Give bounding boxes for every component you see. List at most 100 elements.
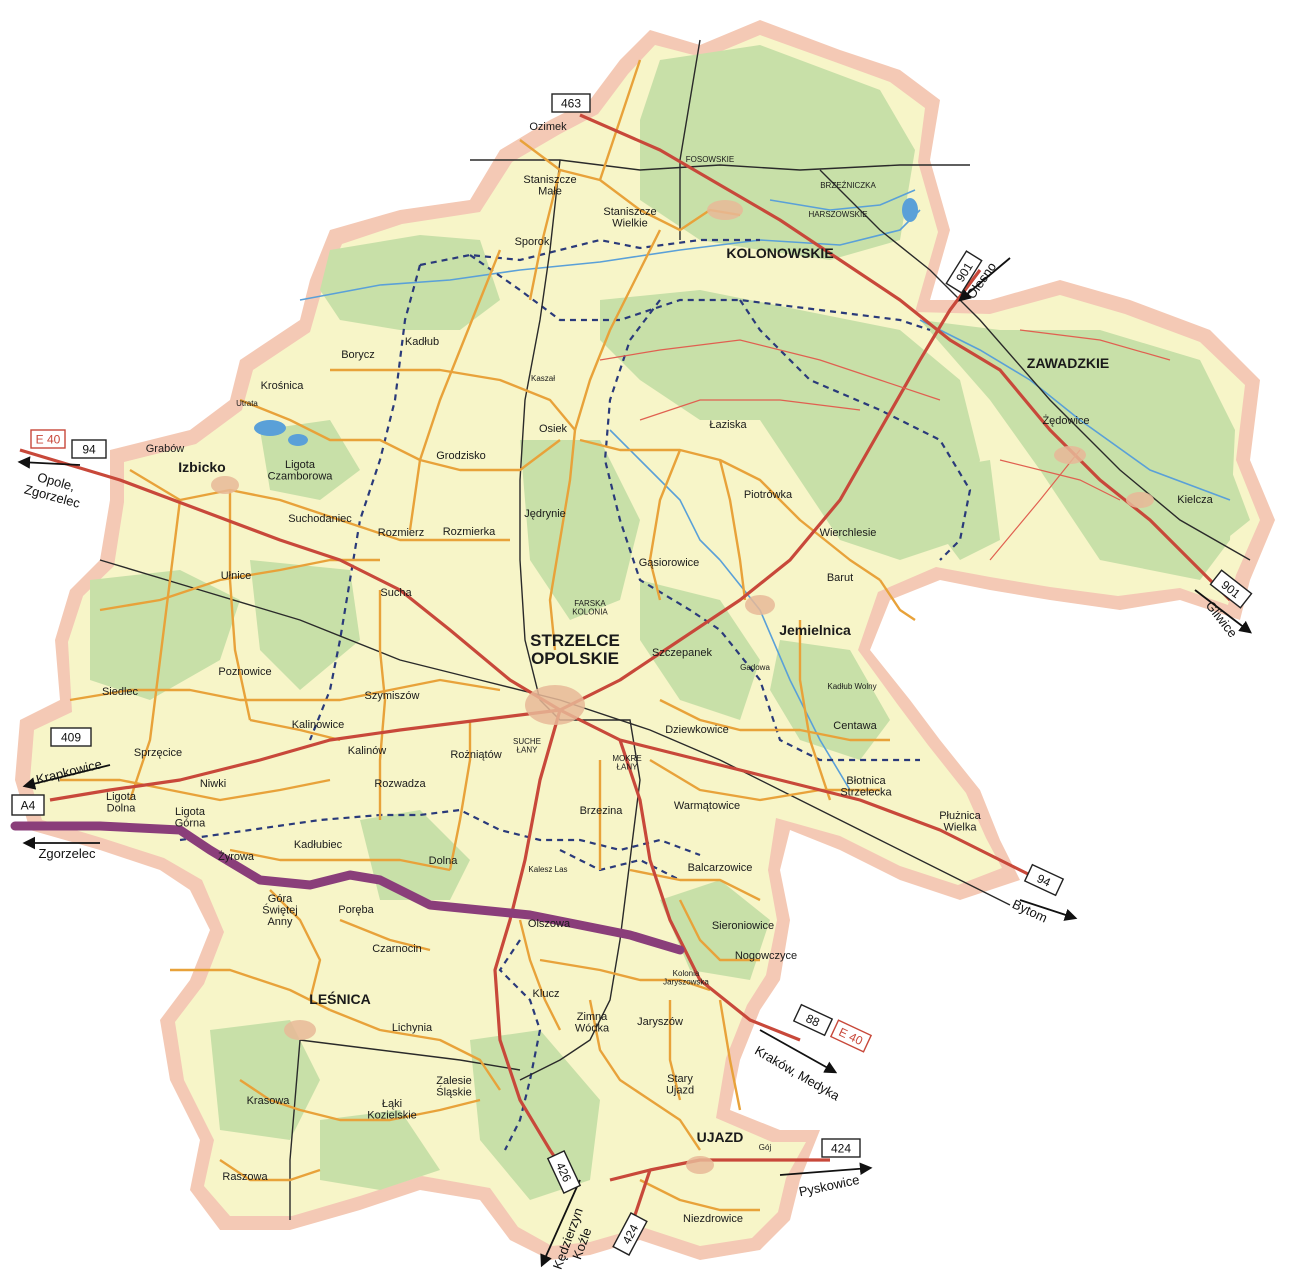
town-label-brzezina: Brzezina (580, 805, 624, 817)
town-label-krosnica: Krośnica (261, 380, 305, 392)
town-label-szymiszow: Szymiszów (364, 690, 419, 702)
destination-line: Bytom (1010, 896, 1050, 925)
town-label-kadlub_wolny: Kadłub Wolny (827, 682, 876, 691)
town-label-line: Raszowa (222, 1171, 268, 1183)
town-label-utrata: Utrata (236, 399, 258, 408)
town-label-line: Dolna (429, 855, 459, 867)
road-shield-box (829, 1019, 873, 1053)
town-label-line: Kadłub Wolny (827, 682, 876, 691)
town-label-line: Poręba (338, 904, 374, 916)
town-label-kalwaria: Kalesz Las (528, 865, 567, 874)
road-shield-box (71, 439, 107, 459)
destination-d_pyskowice: Pyskowice (797, 1172, 860, 1199)
town-label-line: Grabów (146, 443, 185, 455)
town-label-line: Olszowa (528, 918, 571, 930)
town-label-grabow: Grabów (146, 443, 185, 455)
town-label-warmatowice: Warmątowice (674, 800, 740, 812)
town-label-line: Gój (759, 1143, 772, 1152)
town-label-line: Rozmierz (378, 527, 424, 539)
road-shield-s94w: 94 (71, 439, 107, 459)
town-label-line: Kalinów (348, 745, 387, 757)
road-shield-number: 88 (804, 1011, 822, 1029)
town-label-line: Krośnica (261, 380, 305, 392)
secondary-red-roads (599, 329, 1171, 561)
town-label-jedrynie: Jędrynie (524, 508, 566, 520)
town-label-kadlub: Kadłub (405, 336, 439, 348)
destination-d_opole: Opole,Zgorzelec (23, 467, 86, 511)
road-shield-box (546, 1150, 582, 1194)
town-label-line: Wielka (943, 822, 977, 834)
town-label-kalinow: Kalinów (348, 745, 387, 757)
town-label-line: Stary (667, 1073, 693, 1085)
town-label-line: Siedlec (102, 686, 139, 698)
town-label-line: Nogowczyce (735, 950, 797, 962)
destination-line: Zgorzelec (38, 846, 96, 861)
town-label-line: Suchodaniec (288, 513, 352, 525)
main-roads (19, 113, 1232, 1231)
town-label-line: Kolonia (673, 969, 700, 978)
town-label-line: Kalesz Las (528, 865, 567, 874)
road-shield-box (551, 93, 591, 113)
town-label-gadzowa: Gadowa (740, 663, 770, 672)
town-label-barut: Barut (827, 572, 853, 584)
road-shield-s426: 426 (546, 1150, 582, 1194)
town-label-zyrowa: Żyrowa (218, 850, 255, 863)
town-label-line: Anny (267, 916, 293, 928)
town-label-line: Izbicko (178, 459, 225, 475)
town-label-niezdrowice: Niezdrowice (683, 1213, 743, 1225)
town-label-line: ZAWADZKIE (1027, 355, 1109, 371)
road-shield-s901b: 901 (1209, 569, 1253, 609)
town-label-line: Piotrówka (744, 489, 793, 501)
town-label-goj: Gój (759, 1143, 772, 1152)
town-label-siedlec: Siedlec (102, 686, 139, 698)
town-label-line: Łąki (382, 1098, 402, 1110)
town-label-line: Kadłub (405, 336, 439, 348)
road-shield-sa4: A4 (11, 794, 45, 816)
town-label-utnice: Ułnice (221, 570, 252, 582)
town-label-line: Sporok (515, 236, 550, 248)
town-label-line: MOKRE (612, 754, 641, 763)
town-label-rozmierz: Rozmierz (378, 527, 424, 539)
town-label-szczepanek: Szczepanek (652, 647, 712, 659)
town-label-line: Żyrowa (218, 850, 255, 863)
town-label-line: Barut (827, 572, 853, 584)
road-shield-box (821, 1138, 861, 1158)
town-label-line: Jaryszów (637, 1016, 683, 1028)
destination-line: Pyskowice (797, 1172, 860, 1199)
town-label-kalinowice: Kalinowice (292, 719, 345, 731)
town-label-line: Płużnica (939, 810, 981, 822)
town-label-line: Strzelecka (840, 787, 892, 799)
town-label-line: Wierchlesie (820, 527, 877, 539)
road-shield-box (11, 794, 45, 816)
motorway-a4 (10, 821, 685, 955)
town-label-line: Żędowice (1042, 414, 1089, 427)
town-label-line: Kalinowice (292, 719, 345, 731)
town-label-sieroniowice: Sieroniowice (712, 920, 774, 932)
town-label-line: FARSKA (574, 599, 606, 608)
road-shield-box (612, 1212, 648, 1256)
town-label-kolonowskie: KOLONOWSKIE (726, 245, 833, 261)
road-shield-box (50, 727, 92, 747)
road-shield-se40w: E 40 (30, 429, 66, 449)
town-label-kaszal: Kaszał (531, 374, 555, 383)
town-label-line: LEŚNICA (309, 990, 370, 1007)
town-label-line: HARSZOWSKIE (808, 210, 867, 219)
town-label-line: Niezdrowice (683, 1213, 743, 1225)
town-label-laziska: Łaziska (709, 419, 747, 431)
town-label-line: Sieroniowice (712, 920, 774, 932)
town-label-klucz: Klucz (533, 988, 560, 1000)
town-label-line: Kielcza (1177, 494, 1213, 506)
road-shield-number: 463 (561, 97, 581, 111)
road-shield-box (1209, 569, 1253, 609)
